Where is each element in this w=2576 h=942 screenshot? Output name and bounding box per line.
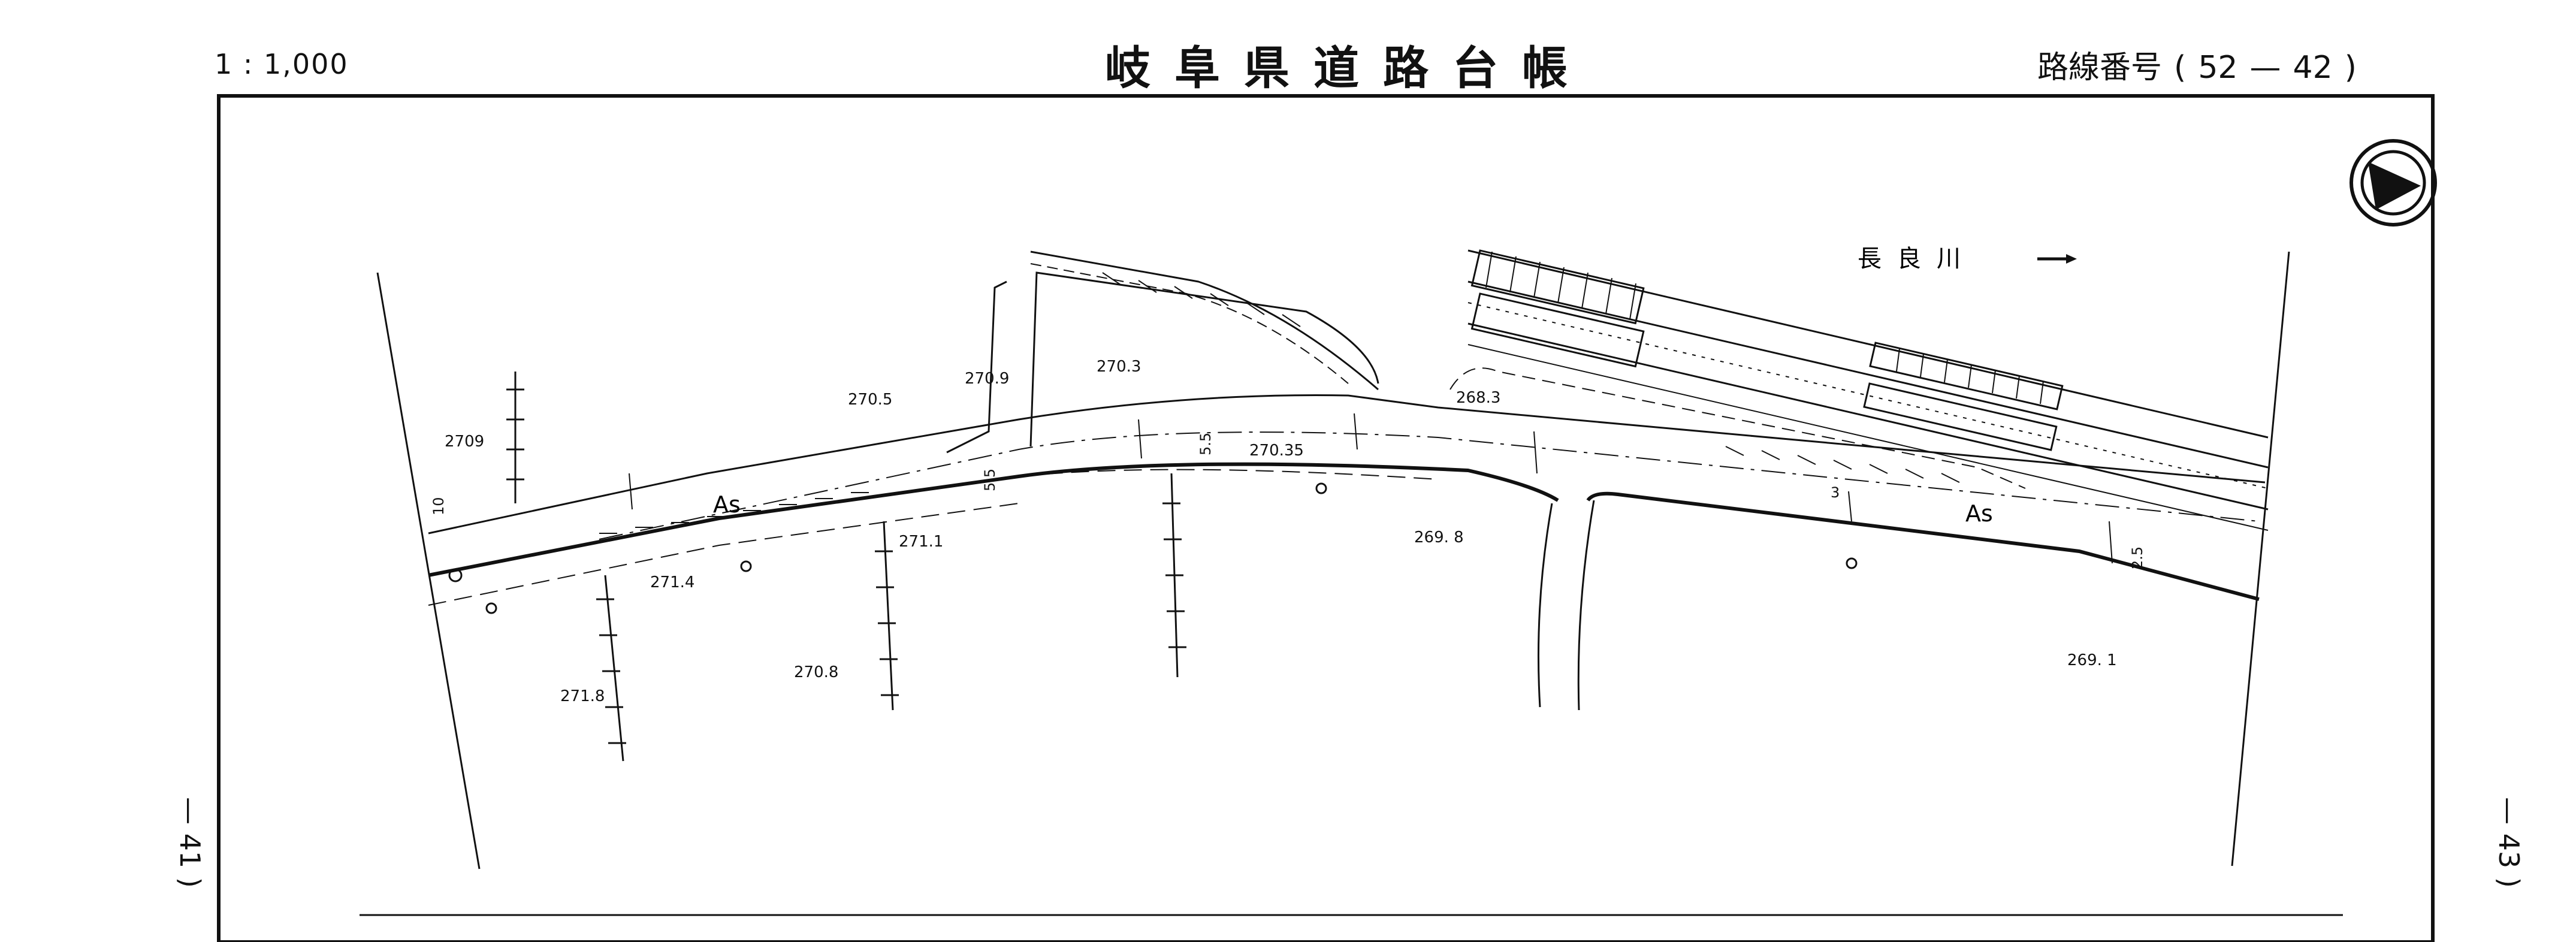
width-label: 3 bbox=[1831, 484, 1840, 501]
elevation-label: 270.35 bbox=[1249, 442, 1304, 460]
width-label: 5.5 bbox=[982, 469, 998, 491]
route-dash: — bbox=[2249, 50, 2281, 86]
north-arrow-icon bbox=[2349, 139, 2437, 227]
river-label: 長良川 bbox=[1858, 245, 1976, 273]
left-boundary bbox=[376, 272, 481, 869]
elevation-label: 270.8 bbox=[794, 663, 838, 681]
map-frame bbox=[217, 94, 2435, 942]
elevation-labels: 2709 270.5 270.9 270.3 268.3 270.35 271.… bbox=[445, 358, 2117, 705]
utility-symbols bbox=[448, 482, 1858, 614]
surface-label: As bbox=[1965, 500, 1993, 527]
width-label: 10 bbox=[430, 497, 447, 515]
elevation-label: 268.3 bbox=[1456, 389, 1500, 407]
route-sheet-value: 42 bbox=[2293, 50, 2333, 86]
route-number: 路線番号 (52 — 42) bbox=[2031, 42, 2363, 87]
route-close-paren: ) bbox=[2344, 50, 2357, 86]
elevation-label: 271.4 bbox=[650, 573, 694, 591]
dimension-arrows bbox=[629, 413, 2113, 564]
surface-label: As bbox=[713, 491, 741, 518]
elevation-label: 269. 1 bbox=[2067, 651, 2117, 669]
width-dimensions: 10 5.5 5.5 3 2.5 bbox=[430, 433, 2146, 569]
width-label: 2.5 bbox=[2129, 547, 2146, 569]
adjacent-sheet-left: — 41 ) bbox=[174, 797, 206, 888]
elevation-label: 270.9 bbox=[965, 370, 1009, 388]
route-open-paren: ( bbox=[2174, 50, 2187, 86]
route-number-value: 52 bbox=[2198, 50, 2238, 86]
elevation-label: 270.5 bbox=[848, 391, 892, 409]
elevation-label: 271.1 bbox=[899, 533, 943, 551]
adjacent-sheet-right: — 43 ) bbox=[2493, 797, 2525, 888]
route-label: 路線番号 bbox=[2037, 50, 2163, 86]
retaining-wall-hatching bbox=[599, 272, 1960, 534]
map-scale: 1 : 1,000 bbox=[215, 48, 349, 80]
width-label: 5.5 bbox=[1197, 433, 1214, 455]
elevation-label: 271.8 bbox=[560, 687, 605, 705]
cross-street-ticks bbox=[506, 372, 1186, 762]
page-title: 岐阜県道路台帳 bbox=[1105, 41, 1591, 95]
elevation-label: 270.3 bbox=[1097, 358, 1141, 376]
elevation-label: 2709 bbox=[445, 433, 484, 451]
river-embankment bbox=[1467, 249, 2269, 531]
road-edges bbox=[428, 250, 2266, 711]
river-flow-arrow bbox=[2037, 254, 2077, 264]
elevation-label: 269. 8 bbox=[1414, 529, 1464, 547]
right-boundary bbox=[2231, 251, 2290, 866]
